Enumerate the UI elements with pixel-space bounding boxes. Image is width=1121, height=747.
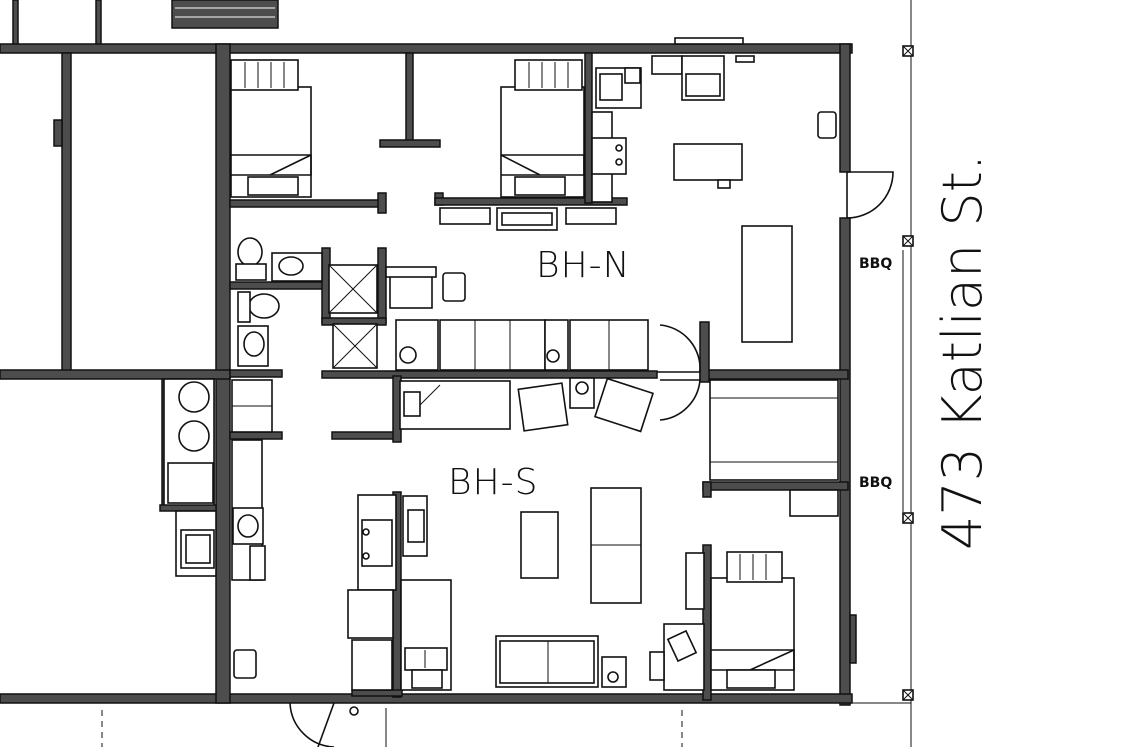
north-interior-walls (229, 52, 849, 383)
property-line (852, 0, 914, 747)
exterior-door-north (846, 171, 894, 219)
bbq-label-south: BBQ (859, 475, 893, 491)
south-living (399, 377, 655, 688)
south-kitchen (347, 494, 452, 691)
bottom-door (101, 702, 683, 747)
bed-north-right (500, 59, 585, 198)
north-bath (235, 237, 378, 369)
south-bath (231, 379, 273, 679)
unit-label-bh-s: BH-S (448, 462, 539, 503)
bed-north-left (230, 59, 312, 198)
north-dressers (439, 207, 617, 231)
left-neighbor-walls (0, 52, 231, 577)
top-vent (12, 0, 279, 47)
bbq-label-north: BBQ (859, 256, 893, 272)
unit-label-bh-n: BH-N (536, 245, 631, 286)
north-kitchen (591, 37, 837, 343)
south-bedroom (649, 379, 857, 691)
north-living (385, 266, 701, 421)
street-address: 473 Katlian St. (931, 153, 994, 551)
